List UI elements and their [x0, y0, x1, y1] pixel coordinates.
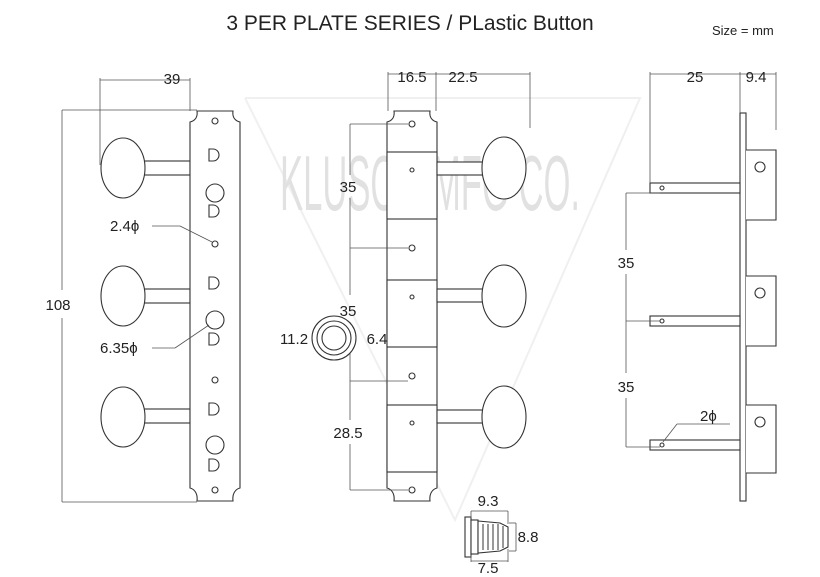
side-housing-2: [386, 264, 527, 348]
front-width-label: 39: [164, 71, 181, 88]
side-right-width-label: 22.5: [448, 69, 477, 86]
screw-hole: [211, 240, 219, 248]
screw-hole: [211, 117, 219, 125]
post-hole: [205, 183, 225, 203]
profile-spacing-1: 35: [618, 255, 635, 272]
size-note: Size = mm: [712, 23, 774, 38]
profile-spacing-2: 35: [618, 379, 635, 396]
front-height-label: 108: [45, 297, 70, 314]
d-slot: [208, 402, 220, 416]
watermark-logo: KLUSON MFG CO.: [244, 97, 642, 523]
d-slot: [208, 204, 220, 218]
post-hole: [205, 310, 225, 330]
small-hole-label: 2.4ϕ: [110, 218, 139, 235]
front-button-1: [100, 137, 191, 199]
post-hole: [205, 435, 225, 455]
side-spacing-1: 35: [340, 179, 357, 196]
front-plate: [189, 110, 241, 502]
bushing-outer-label: 11.2: [280, 331, 308, 348]
large-hole-label: 6.35ϕ: [100, 340, 138, 357]
side-housing-1: [386, 136, 527, 220]
front-button-3: [100, 386, 191, 448]
ferrule-view: 9.3 8.8 7.5: [464, 493, 539, 577]
front-button-2: [100, 265, 191, 327]
screw-hole: [211, 376, 219, 384]
side-spacing-2: 35: [340, 303, 357, 320]
profile-plate-label: 9.4: [746, 69, 767, 86]
profile-view: 25 9.4 35 35 2ϕ: [618, 69, 777, 502]
front-view: 39 108 2.4ϕ 6.35ϕ: [45, 71, 241, 503]
d-slot: [208, 458, 220, 472]
d-slot: [208, 332, 220, 346]
d-slot: [208, 276, 220, 290]
d-slot: [208, 148, 220, 162]
side-spacing-3: 28.5: [333, 425, 362, 442]
ferrule-top-label: 9.3: [478, 493, 499, 510]
ferrule-right-label: 8.8: [518, 529, 539, 546]
ferrule-bottom-label: 7.5: [478, 560, 499, 577]
side-left-width-label: 16.5: [397, 69, 426, 86]
post-hole-label: 2ϕ: [700, 408, 717, 425]
profile-depth-label: 25: [687, 69, 704, 86]
side-view: 16.5 22.5 35 35 28.5: [333, 69, 531, 502]
profile-tuner-1: [649, 149, 777, 221]
profile-tuner-2: [649, 275, 777, 347]
profile-tuner-3: [649, 404, 777, 474]
bushing-inner-label: 6.4: [367, 331, 388, 348]
profile-plate: [739, 112, 747, 502]
bushing-view: 11.2 6.4: [280, 315, 388, 361]
screw-hole: [211, 486, 219, 494]
page-title: 3 PER PLATE SERIES / PLastic Button: [226, 12, 594, 35]
side-housing-3: [386, 385, 527, 473]
